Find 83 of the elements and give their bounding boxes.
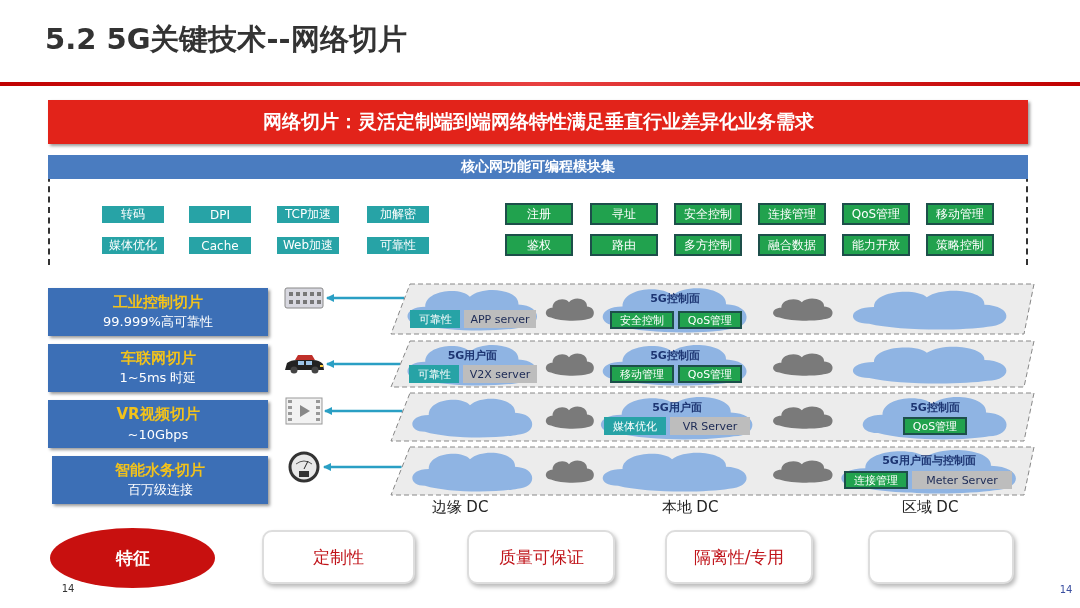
module-tag: 注册 — [505, 203, 573, 225]
network-band — [390, 446, 1035, 496]
module-tag: 媒体优化 — [604, 417, 666, 435]
module-tag: Web加速 — [277, 237, 339, 254]
module-tag: 移动管理 — [926, 203, 994, 225]
cloud-shape — [600, 342, 750, 386]
cloud-shape — [860, 394, 1010, 440]
module-tag: 策略控制 — [926, 234, 994, 256]
feature-box: 质量可保证 — [467, 530, 615, 584]
arrow — [323, 463, 402, 471]
cloud-shape — [410, 396, 535, 438]
feature-box: 定制性 — [262, 530, 415, 584]
module-tag: QoS管理 — [842, 203, 910, 225]
module-tag: 能力开放 — [842, 234, 910, 256]
module-tag: QoS管理 — [678, 311, 742, 329]
module-tag: 媒体优化 — [102, 237, 164, 254]
module-tag: 安全控制 — [674, 203, 742, 225]
cloud-shape — [405, 342, 540, 386]
film-icon — [285, 397, 323, 425]
feature-box — [868, 530, 1014, 584]
slice-name: VR视频切片 — [115, 403, 201, 425]
module-tag: DPI — [189, 206, 251, 223]
module-tag: 移动管理 — [610, 365, 674, 383]
panel-header: 核心网功能可编程模块集 — [48, 155, 1028, 179]
cloud-label: 5G控制面 — [909, 399, 961, 416]
module-tag: 安全控制 — [610, 311, 674, 329]
cloud-label: 5G用户面与控制面 — [881, 452, 977, 469]
cloud-shape — [600, 285, 750, 333]
slice-box — [52, 456, 268, 504]
module-tag: 可靠性 — [410, 310, 460, 328]
module-tag: QoS管理 — [678, 365, 742, 383]
feature-box: 隔离性/专用 — [665, 530, 813, 584]
module-tag: 路由 — [590, 234, 658, 256]
cloud-shape — [410, 450, 535, 492]
cloud-label: 5G控制面 — [649, 290, 701, 307]
dc-label: 边缘 DC — [430, 497, 490, 517]
slice-metric: ~10Gbps — [126, 425, 190, 444]
arrow — [326, 360, 400, 368]
cloud-label: 5G控制面 — [649, 347, 701, 364]
page-number: 14 — [1058, 582, 1074, 596]
server-tag: APP server — [464, 310, 536, 328]
slice-name: 工业控制切片 — [112, 291, 204, 313]
module-tag: 加解密 — [367, 206, 429, 223]
arrow — [326, 294, 405, 302]
slice-metric: 99.999%高可靠性 — [102, 313, 214, 331]
server-tag: VR Server — [670, 417, 750, 435]
gauge-icon — [286, 452, 322, 482]
module-tag: Cache — [189, 237, 251, 254]
module-tag: TCP加速 — [277, 206, 339, 223]
slice-box — [48, 288, 268, 336]
cloud-label: 5G用户面 — [651, 399, 703, 416]
car-icon — [283, 354, 325, 374]
arrow — [324, 407, 403, 415]
cloud-label: 5G用户面 — [446, 347, 499, 364]
module-tag: 连接管理 — [758, 203, 826, 225]
slice-metric: 1~5ms 时延 — [118, 369, 198, 387]
module-tag: 可靠性 — [409, 365, 459, 383]
cloud-shape — [600, 450, 750, 492]
slice-box — [48, 344, 268, 392]
slide-title: 5.2 5G关键技术--网络切片 — [45, 21, 408, 58]
slice-metric: 百万级连接 — [126, 481, 194, 499]
server-tag: V2X server — [463, 365, 537, 383]
module-tag: 连接管理 — [844, 471, 908, 489]
module-tag: 多方控制 — [674, 234, 742, 256]
heading-banner: 网络切片：灵活定制端到端网络特性满足垂直行业差异化业务需求 — [48, 100, 1028, 144]
machine-icon — [283, 285, 325, 311]
slice-box — [48, 400, 268, 448]
dc-label: 本地 DC — [660, 497, 720, 517]
dc-label: 区域 DC — [900, 497, 960, 517]
slice-name: 智能水务切片 — [114, 459, 206, 481]
module-tag: 融合数据 — [758, 234, 826, 256]
slice-name: 车联网切片 — [119, 347, 197, 369]
network-band — [390, 283, 1035, 335]
module-tag: 寻址 — [590, 203, 658, 225]
network-band — [390, 392, 1035, 442]
server-tag: Meter Server — [912, 471, 1012, 489]
module-tag: QoS管理 — [903, 417, 967, 435]
cloud-shape — [405, 287, 540, 331]
module-tag: 可靠性 — [367, 237, 429, 254]
module-tag: 鉴权 — [505, 234, 573, 256]
module-panel — [48, 155, 1028, 265]
module-tag: 转码 — [102, 206, 164, 223]
network-band — [390, 340, 1035, 388]
